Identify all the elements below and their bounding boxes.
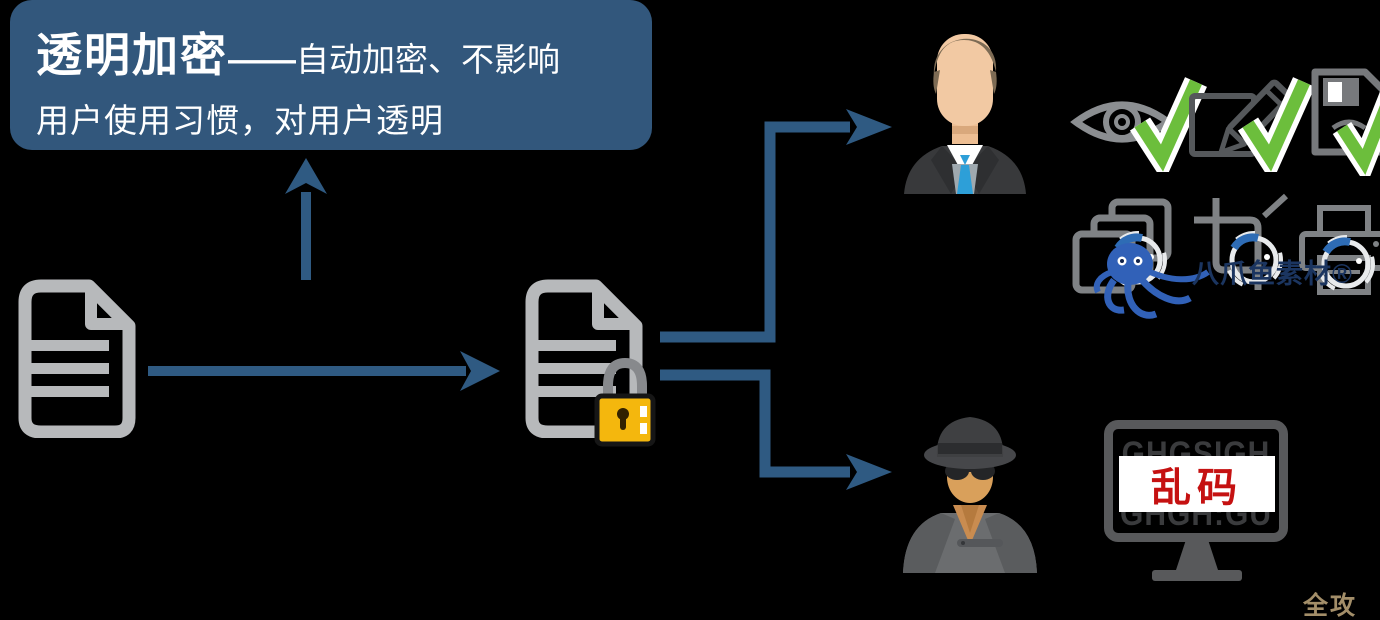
encrypt-arrow-shaft bbox=[148, 366, 466, 376]
octopus-icon bbox=[1093, 243, 1210, 319]
blocked-label-copy: 复制 bbox=[1100, 175, 1148, 202]
title-banner: 透明加密——自动加密、不影响 用户使用习惯，对用户透明 bbox=[10, 0, 652, 150]
external-user-label: 外部人员 bbox=[917, 581, 1022, 611]
check-icon-save bbox=[1332, 91, 1380, 176]
algorithm-top-label: AES256、SM4 bbox=[200, 309, 404, 342]
internal-user-label: 内部员工 bbox=[912, 205, 1017, 235]
allowed-label-view: 查看 bbox=[1100, 43, 1148, 70]
prohibit-icon-screenshot bbox=[1225, 231, 1283, 289]
blocked-label-screenshot: 截屏 bbox=[1218, 175, 1266, 202]
banner-subtitle-1: 自动加密、不影响 bbox=[296, 41, 560, 78]
up-arrow-head bbox=[285, 158, 327, 194]
check-icon-edit bbox=[1238, 77, 1315, 172]
plain-document-icon bbox=[18, 279, 136, 438]
branch-arrows bbox=[660, 109, 892, 490]
encrypt-arrow-head bbox=[460, 351, 500, 391]
banner-title: 透明加密 bbox=[36, 29, 228, 81]
prohibit-icon-print bbox=[1317, 235, 1375, 293]
monitor-stand-neck bbox=[1176, 542, 1218, 570]
allowed-label-edit: 编辑 bbox=[1218, 43, 1266, 70]
blocked-label-print: 打印 bbox=[1332, 175, 1380, 202]
encrypted-document-label: 密文 bbox=[555, 447, 608, 477]
allowed-label-save: 保存 bbox=[1332, 43, 1380, 70]
plain-document-label: 明文 bbox=[48, 445, 101, 475]
spy-avatar bbox=[903, 417, 1037, 573]
garbled-overlay-band: 乱码 bbox=[1119, 456, 1275, 512]
algorithm-bottom-label: 高强度加密算法 bbox=[162, 418, 415, 459]
crop-icon bbox=[1194, 193, 1289, 290]
monitor-stand-base bbox=[1152, 570, 1242, 581]
floppy-icon bbox=[1311, 68, 1380, 156]
check-icon-view bbox=[1130, 77, 1207, 172]
up-arrow-shaft bbox=[301, 192, 311, 280]
banner-dash: —— bbox=[228, 41, 296, 79]
padlock-icon bbox=[594, 357, 656, 447]
site-watermark: 全攻略 bbox=[1303, 592, 1358, 620]
garbled-overlay-text: 乱码 bbox=[1151, 466, 1243, 510]
businessman-avatar bbox=[904, 34, 1026, 194]
banner-subtitle-2: 用户使用习惯，对用户透明 bbox=[36, 101, 444, 139]
octopus-watermark-text: 八爪鱼素材® bbox=[1192, 259, 1353, 289]
